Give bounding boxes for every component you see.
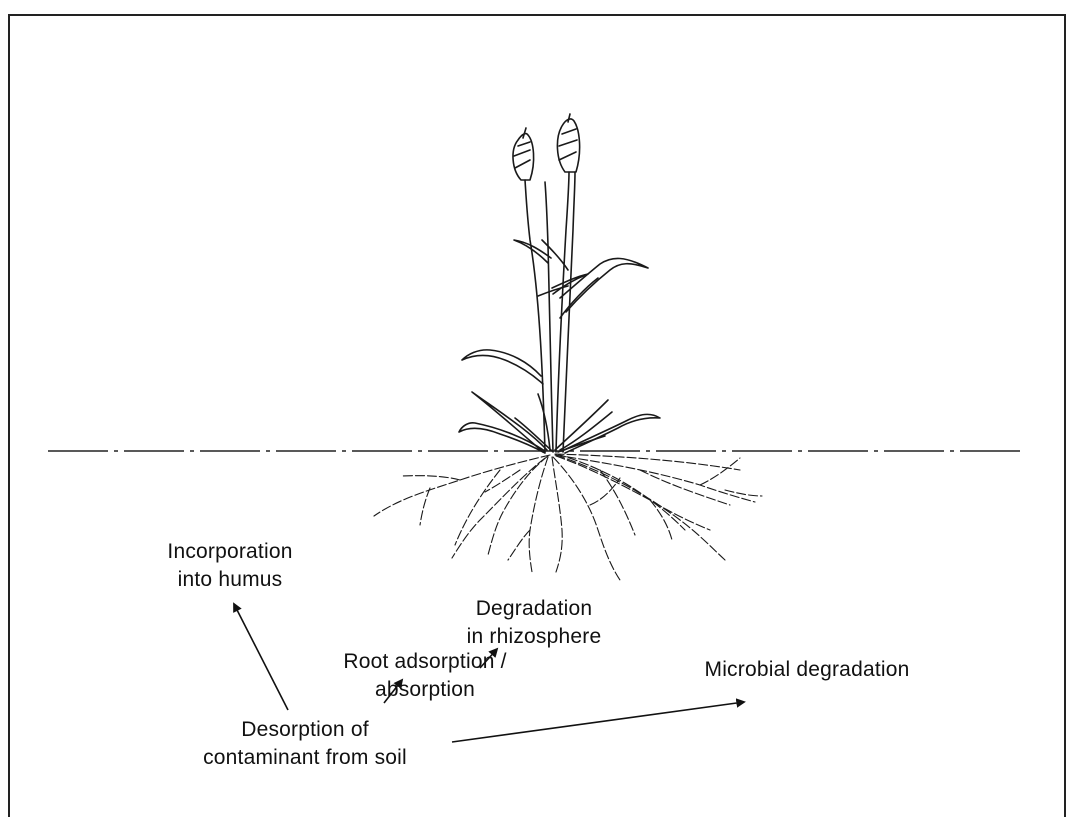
label-line: Incorporation	[150, 538, 310, 566]
seed-head-left	[513, 128, 534, 180]
label-root-adsorption: Root adsorption / absorption	[330, 648, 520, 704]
arrow-to-humus	[234, 604, 288, 710]
plant-illustration	[459, 114, 660, 453]
label-line: contaminant from soil	[168, 744, 442, 772]
label-line: Root adsorption /	[330, 648, 520, 676]
arrow-to-microbial	[452, 702, 744, 742]
label-line: absorption	[330, 676, 520, 704]
label-line: into humus	[150, 566, 310, 594]
seed-head-right	[557, 114, 579, 172]
roots-illustration	[374, 454, 762, 580]
label-line: Degradation	[442, 595, 626, 623]
label-line: Desorption of	[168, 716, 442, 744]
label-incorporation-humus: Incorporation into humus	[150, 538, 310, 594]
label-desorption: Desorption of contaminant from soil	[168, 716, 442, 772]
label-microbial-degradation: Microbial degradation	[672, 656, 942, 684]
label-degradation-rhizosphere: Degradation in rhizosphere	[442, 595, 626, 651]
label-line: in rhizosphere	[442, 623, 626, 651]
label-line: Microbial degradation	[672, 656, 942, 684]
